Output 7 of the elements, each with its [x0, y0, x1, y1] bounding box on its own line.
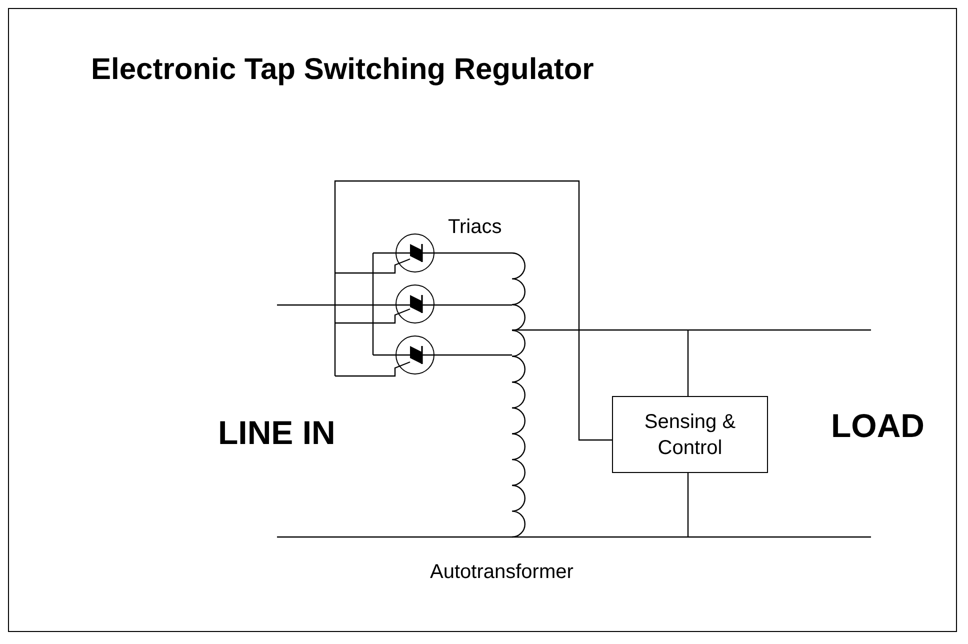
output-label: LOAD [831, 409, 924, 442]
box-label: Sensing & Control [643, 410, 737, 460]
component-label: Triacs [448, 217, 502, 237]
input-label: LINE IN [218, 416, 336, 449]
control-box [612, 396, 768, 473]
component-label: Autotransformer [430, 562, 574, 582]
diagram-title: Electronic Tap Switching Regulator [91, 55, 594, 85]
